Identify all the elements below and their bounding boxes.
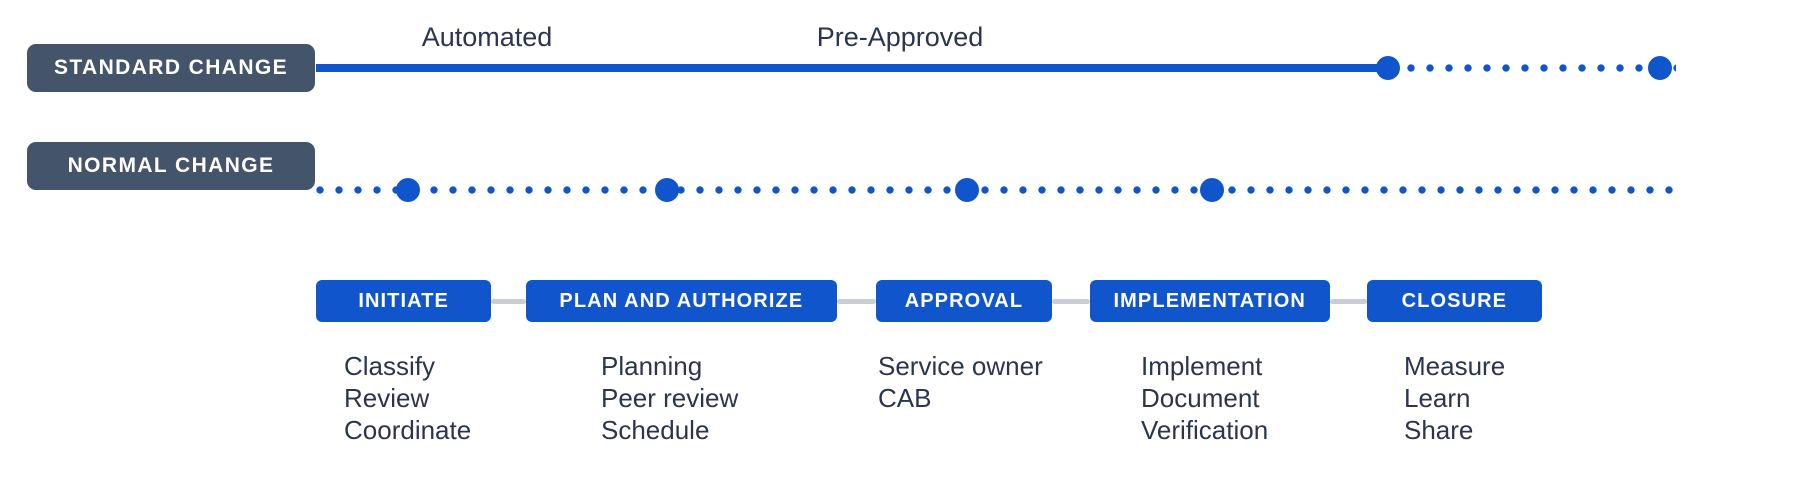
stage-connector	[1329, 299, 1367, 304]
track-standard-change	[316, 55, 1676, 81]
stage-connector	[491, 299, 526, 304]
standard-change-solid-segment	[316, 64, 1388, 72]
standard-change-milestone-node	[1647, 56, 1672, 80]
normal-change-dotted-segment	[316, 186, 1676, 194]
stage-item: Schedule	[601, 415, 710, 445]
stage-box-initiate[interactable]: INITIATE	[316, 280, 492, 322]
normal-change-milestone-node	[654, 178, 679, 202]
stage-item: Coordinate	[344, 415, 472, 445]
standard-change-milestone-node	[1375, 56, 1400, 80]
annotation-pre-approved: Pre-Approved	[816, 22, 984, 52]
normal-change-milestone-node	[1200, 178, 1225, 202]
process-stage-chain: INITIATE PLAN AND AUTHORIZE APPROVAL IMP…	[316, 280, 1542, 322]
stage-box-approval[interactable]: APPROVAL	[876, 280, 1052, 322]
stage-item: Service owner	[878, 351, 1043, 381]
stage-item: Peer review	[601, 383, 739, 413]
track-label-normal-change: NORMAL CHANGE	[27, 142, 315, 190]
stage-box-implementation[interactable]: IMPLEMENTATION	[1089, 280, 1330, 322]
stage-item: Verification	[1141, 415, 1269, 445]
standard-change-dotted-segment	[1387, 64, 1676, 72]
stage-item: Measure	[1404, 351, 1506, 381]
stage-item: Review	[344, 383, 430, 413]
stage-item: CAB	[878, 383, 932, 413]
stage-item: Implement	[1141, 351, 1263, 381]
normal-change-milestone-node	[396, 178, 421, 202]
stage-item: Classify	[344, 351, 436, 381]
annotation-automated: Automated	[421, 22, 553, 52]
stage-box-closure[interactable]: CLOSURE	[1366, 280, 1542, 322]
track-label-standard-change: STANDARD CHANGE	[27, 44, 315, 92]
track-normal-change	[316, 177, 1676, 203]
stage-connector	[837, 299, 877, 304]
normal-change-milestone-node	[955, 178, 980, 202]
stage-connector	[1051, 299, 1090, 304]
stage-item: Planning	[601, 351, 703, 381]
stage-box-plan-and-authorize[interactable]: PLAN AND AUTHORIZE	[525, 280, 838, 322]
stage-item: Learn	[1404, 383, 1471, 413]
stage-item: Share	[1404, 415, 1474, 445]
stage-item: Document	[1141, 383, 1260, 413]
